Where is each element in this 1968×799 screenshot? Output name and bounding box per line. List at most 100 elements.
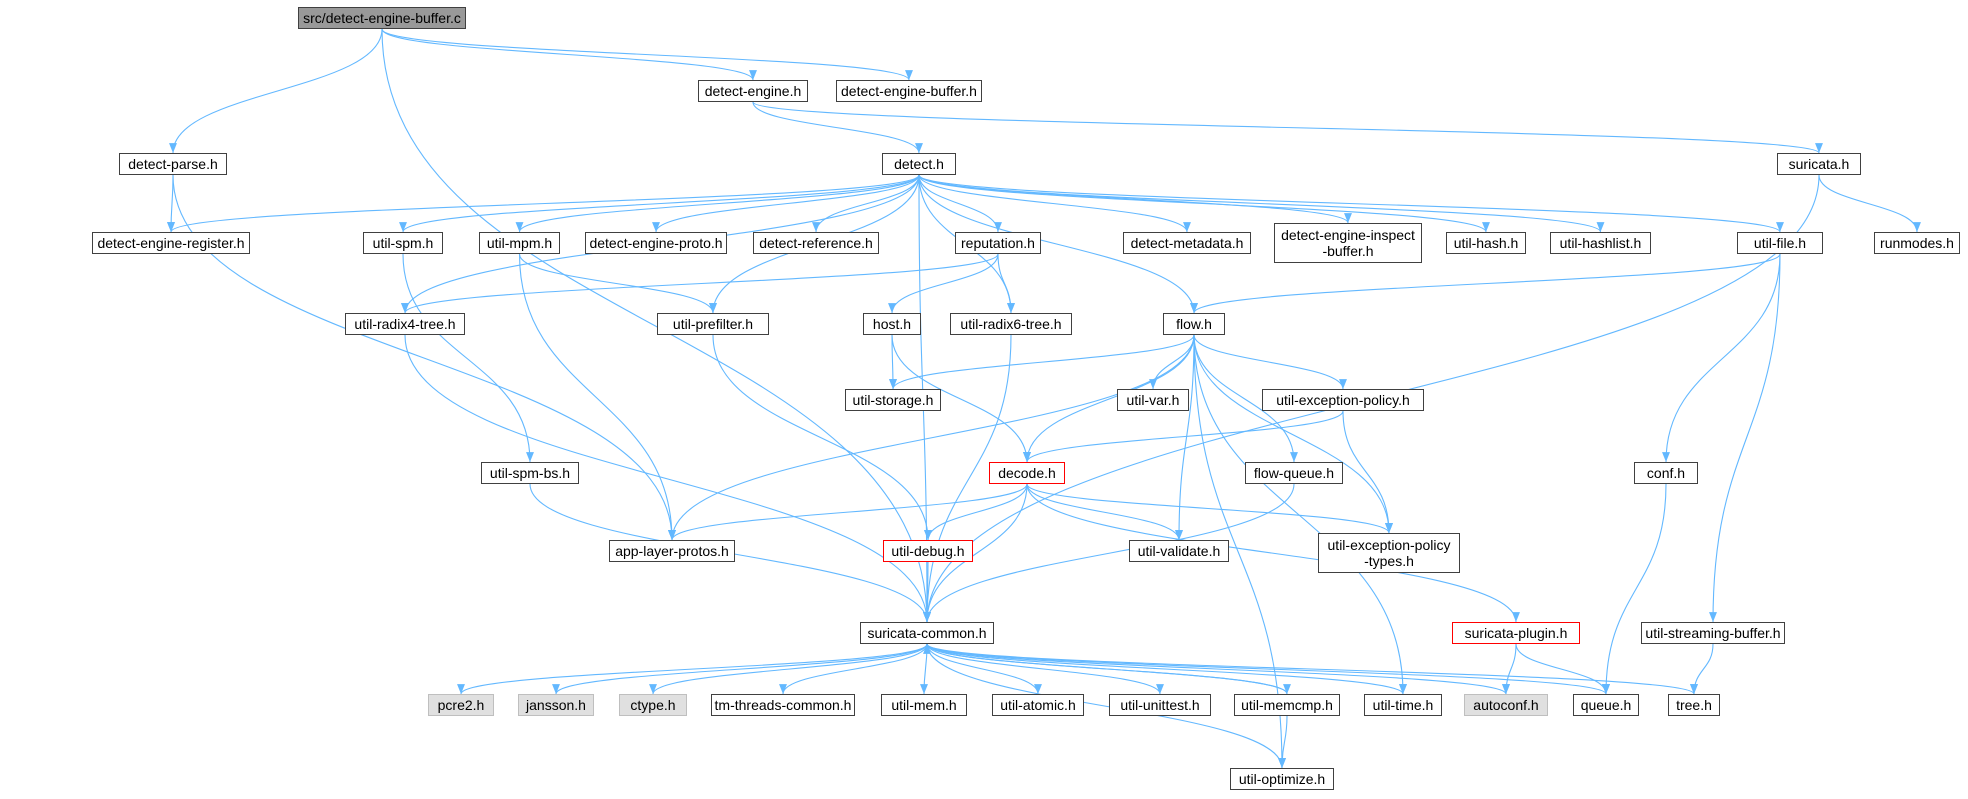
- edge-detect-to-detect-engine-proto: [652, 174, 920, 233]
- node-util-streaming-buffer[interactable]: util-streaming-buffer.h: [1641, 622, 1785, 644]
- edge-util-prefilter-to-util-debug: [712, 334, 932, 541]
- node-util-storage[interactable]: util-storage.h: [845, 389, 941, 411]
- node-util-radix6-tree[interactable]: util-radix6-tree.h: [950, 313, 1072, 335]
- edge-decode-to-suricata-common: [923, 483, 1028, 623]
- edge-src-to-detect-parse: [169, 28, 383, 154]
- edge-util-exception-policy-to-util-exception-policy-types: [1342, 410, 1393, 534]
- node-util-time[interactable]: util-time.h: [1364, 694, 1442, 716]
- edge-suricata-common-to-util-unittest: [926, 643, 1164, 695]
- edge-suricata-plugin-to-queue: [1515, 643, 1610, 695]
- edge-suricata-common-to-pcre2: [457, 643, 928, 695]
- node-detect-parse[interactable]: detect-parse.h: [119, 153, 227, 175]
- edge-detect-to-detect-metadata: [918, 174, 1191, 233]
- edge-suricata-common-to-ctype: [649, 643, 928, 695]
- node-ctype[interactable]: ctype.h: [619, 694, 687, 716]
- node-jansson[interactable]: jansson.h: [518, 694, 594, 716]
- edge-detect-to-detect-engine-register: [167, 174, 920, 233]
- edge-util-radix4-tree-to-suricata-common: [404, 334, 931, 623]
- edge-detect-parse-to-detect-engine-register: [167, 174, 175, 233]
- edge-util-file-to-conf: [1662, 253, 1781, 463]
- edge-flow-to-util-storage: [889, 334, 1195, 390]
- node-util-optimize[interactable]: util-optimize.h: [1230, 768, 1334, 790]
- edge-util-radix6-tree-to-suricata-common: [923, 334, 1012, 623]
- edge-util-mpm-to-app-layer-protos: [518, 253, 676, 541]
- node-tm-threads-common[interactable]: tm-threads-common.h: [711, 694, 855, 716]
- node-suricata[interactable]: suricata.h: [1777, 153, 1861, 175]
- edge-host-to-decode: [891, 334, 1031, 463]
- node-queue[interactable]: queue.h: [1573, 694, 1639, 716]
- node-flow-queue[interactable]: flow-queue.h: [1245, 462, 1343, 484]
- node-util-radix4-tree[interactable]: util-radix4-tree.h: [345, 313, 465, 335]
- edge-decode-to-util-debug: [924, 483, 1028, 541]
- node-detect-engine-proto[interactable]: detect-engine-proto.h: [585, 232, 727, 254]
- edge-src-to-detect-engine: [381, 28, 757, 81]
- edge-util-memcmp-to-util-optimize: [1278, 715, 1288, 769]
- node-detect-reference[interactable]: detect-reference.h: [753, 232, 879, 254]
- node-runmodes[interactable]: runmodes.h: [1874, 232, 1960, 254]
- node-util-prefilter[interactable]: util-prefilter.h: [657, 313, 769, 335]
- node-util-memcmp[interactable]: util-memcmp.h: [1234, 694, 1340, 716]
- edge-flow-to-util-exception-policy-types: [1193, 334, 1393, 534]
- edge-suricata-common-to-util-time: [926, 643, 1407, 695]
- edge-suricata-common-to-queue: [926, 643, 1610, 695]
- edge-detect-to-util-spm: [399, 174, 920, 233]
- edge-suricata-common-to-tm-threads-common: [779, 643, 928, 695]
- node-flow[interactable]: flow.h: [1163, 313, 1225, 335]
- node-pcre2[interactable]: pcre2.h: [428, 694, 494, 716]
- node-app-layer-protos[interactable]: app-layer-protos.h: [609, 540, 735, 562]
- edge-suricata-common-to-jansson: [552, 643, 928, 695]
- node-util-unittest[interactable]: util-unittest.h: [1109, 694, 1211, 716]
- edge-suricata-common-to-util-optimize: [926, 643, 1286, 769]
- node-host[interactable]: host.h: [863, 313, 921, 335]
- node-util-exception-policy[interactable]: util-exception-policy.h: [1262, 389, 1424, 411]
- edge-flow-to-flow-queue: [1193, 334, 1298, 463]
- edge-util-exception-policy-to-decode: [1023, 410, 1344, 463]
- node-util-spm-bs[interactable]: util-spm-bs.h: [481, 462, 579, 484]
- edge-flow-to-util-optimize: [1193, 334, 1286, 769]
- node-util-file[interactable]: util-file.h: [1737, 232, 1823, 254]
- edge-suricata-plugin-to-autoconf: [1502, 643, 1517, 695]
- node-detect-metadata[interactable]: detect-metadata.h: [1123, 232, 1251, 254]
- node-autoconf[interactable]: autoconf.h: [1464, 694, 1548, 716]
- node-reputation[interactable]: reputation.h: [955, 232, 1041, 254]
- edge-detect-to-flow: [918, 174, 1198, 314]
- node-util-var[interactable]: util-var.h: [1117, 389, 1189, 411]
- edge-detect-to-util-file: [918, 174, 1784, 233]
- node-detect-engine-inspect-buffer[interactable]: detect-engine-inspect -buffer.h: [1274, 223, 1422, 263]
- edge-reputation-to-host: [888, 253, 999, 314]
- node-util-debug[interactable]: util-debug.h: [883, 540, 973, 562]
- node-util-validate[interactable]: util-validate.h: [1129, 540, 1229, 562]
- node-detect[interactable]: detect.h: [882, 153, 956, 175]
- node-util-mem[interactable]: util-mem.h: [881, 694, 967, 716]
- edge-util-streaming-buffer-to-tree: [1690, 643, 1714, 695]
- edge-suricata-common-to-util-atomic: [926, 643, 1042, 695]
- edge-util-memcmp-to-suricata-common: [923, 643, 1288, 695]
- node-detect-engine-buffer[interactable]: detect-engine-buffer.h: [836, 80, 982, 102]
- node-tree[interactable]: tree.h: [1668, 694, 1720, 716]
- edge-detect-to-reputation: [918, 174, 1002, 233]
- edge-src-to-detect-engine-buffer: [381, 28, 913, 81]
- node-suricata-common[interactable]: suricata-common.h: [860, 622, 994, 644]
- node-detect-engine-register[interactable]: detect-engine-register.h: [92, 232, 250, 254]
- node-util-hash[interactable]: util-hash.h: [1446, 232, 1526, 254]
- edge-detect-to-detect-engine-inspect-buffer: [918, 174, 1352, 224]
- node-util-atomic[interactable]: util-atomic.h: [992, 694, 1084, 716]
- node-util-mpm[interactable]: util-mpm.h: [479, 232, 560, 254]
- node-src[interactable]: src/detect-engine-buffer.c: [298, 7, 466, 29]
- edge-detect-engine-to-suricata: [752, 101, 1823, 154]
- node-detect-engine[interactable]: detect-engine.h: [698, 80, 808, 102]
- edge-flow-to-decode: [1023, 334, 1195, 463]
- edge-decode-to-suricata-plugin: [1026, 483, 1520, 623]
- node-suricata-plugin[interactable]: suricata-plugin.h: [1452, 622, 1580, 644]
- node-conf[interactable]: conf.h: [1634, 462, 1698, 484]
- edge-decode-to-util-validate: [1026, 483, 1183, 541]
- edge-detect-parse-to-app-layer-protos: [172, 174, 676, 541]
- node-util-spm[interactable]: util-spm.h: [363, 232, 443, 254]
- node-decode[interactable]: decode.h: [989, 462, 1065, 484]
- edge-flow-queue-to-suricata-common: [923, 483, 1295, 623]
- edge-suricata-common-to-util-mem: [920, 643, 928, 695]
- node-util-hashlist[interactable]: util-hashlist.h: [1550, 232, 1651, 254]
- node-util-exception-policy-types[interactable]: util-exception-policy -types.h: [1318, 533, 1460, 573]
- edge-flow-to-util-var: [1149, 334, 1195, 390]
